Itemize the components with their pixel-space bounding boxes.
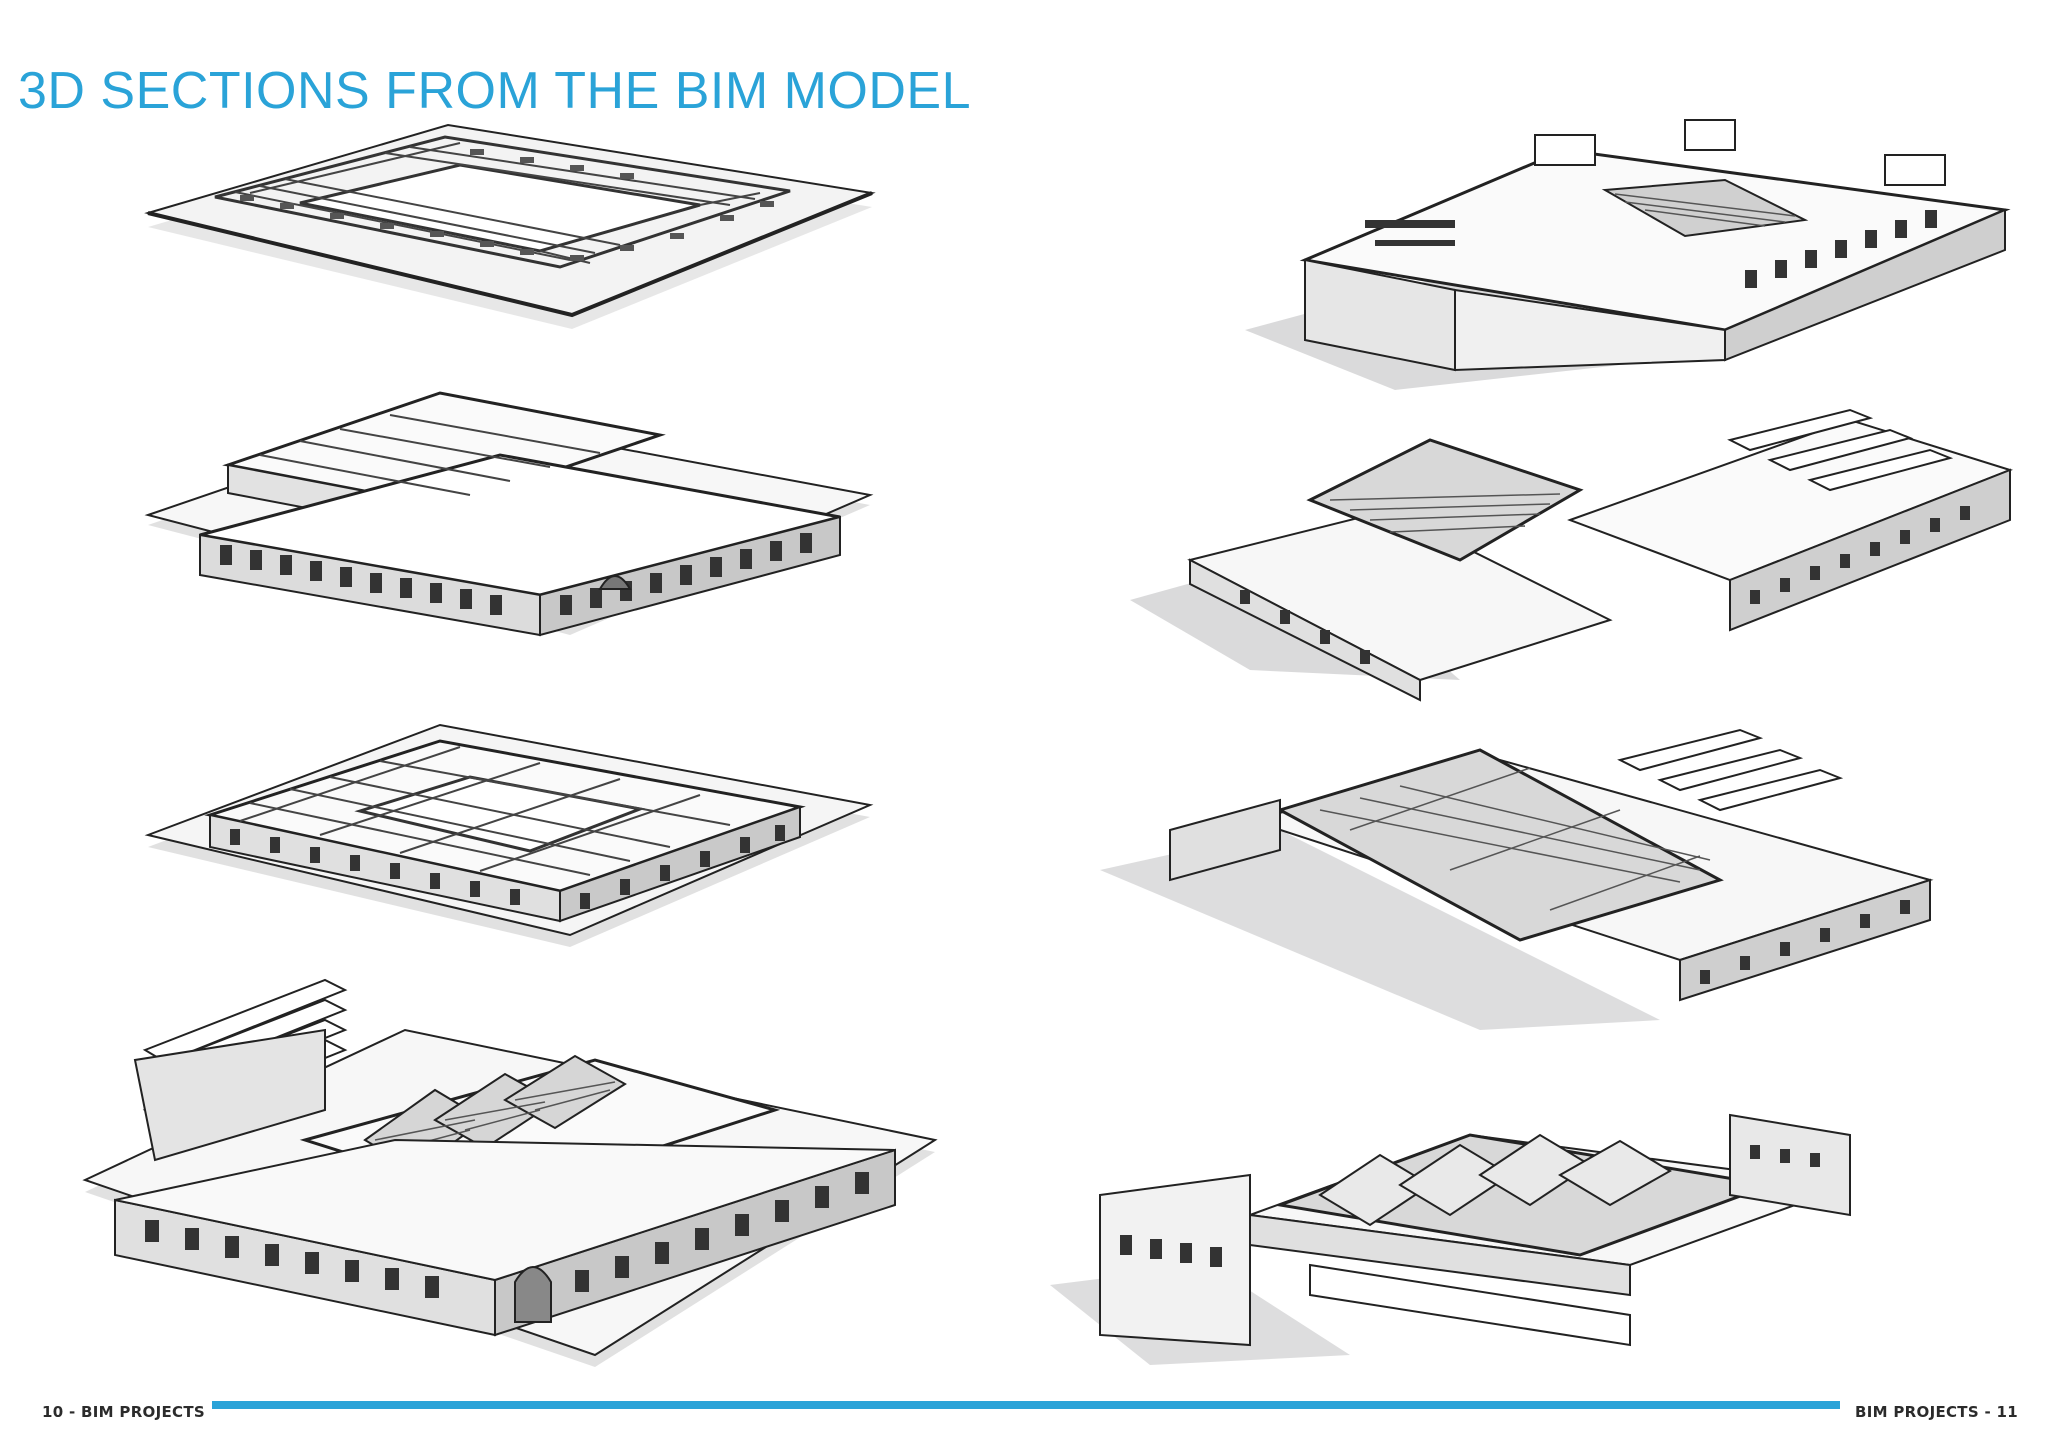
bim-section-image-left-4 [75, 970, 945, 1370]
bim-section-image-left-2 [140, 345, 880, 637]
footer-right-page-label: BIM PROJECTS - 11 [1855, 1403, 2018, 1421]
bim-section-image-right-1 [1245, 110, 2011, 390]
bim-section-image-left-1 [140, 95, 880, 329]
footer-left-page-label: 10 - BIM PROJECTS [42, 1403, 205, 1421]
bim-section-image-right-2 [1130, 400, 2014, 702]
bim-section-image-left-3 [140, 685, 880, 955]
page-title: 3D SECTIONS FROM THE BIM MODEL [18, 61, 972, 120]
bim-section-image-right-4 [1050, 1075, 1870, 1365]
bim-section-image-right-3 [1100, 720, 1934, 1040]
footer-divider [212, 1401, 1840, 1409]
